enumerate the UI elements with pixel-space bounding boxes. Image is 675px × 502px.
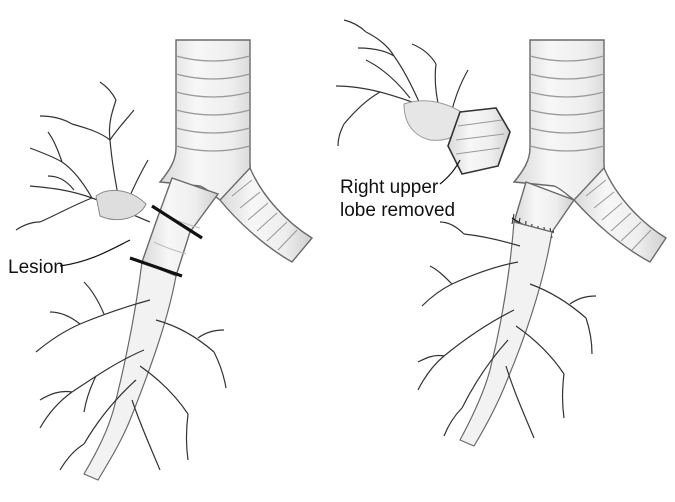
reattached-lower-lobe-tree (418, 222, 596, 446)
removed-lobe-label: Right upper lobe removed (340, 176, 455, 222)
removed-lobe-label-line-2: lobe removed (340, 199, 455, 222)
removed-lobe-label-line-1: Right upper (340, 176, 455, 199)
lesion-label: Lesion (8, 256, 64, 279)
right-panel (336, 20, 666, 446)
lesion-mass (96, 190, 146, 219)
right-main-bronchus (142, 178, 218, 276)
right-lower-lobe-tree (36, 262, 226, 480)
lesion-pointer-line (60, 240, 130, 266)
